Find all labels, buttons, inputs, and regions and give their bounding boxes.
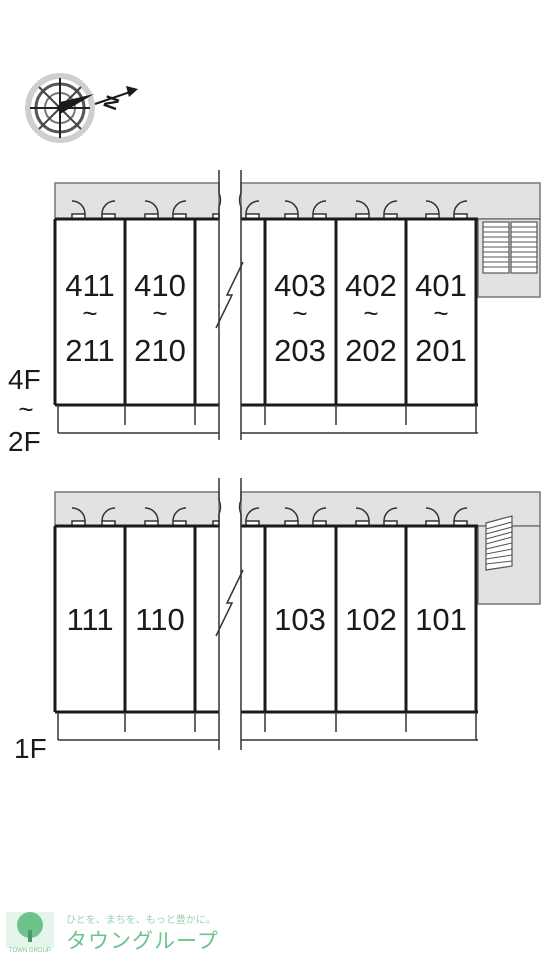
range-tilde: ~ — [82, 298, 97, 328]
unit-403: 403 — [274, 268, 326, 303]
unit-411: 411 — [65, 268, 114, 303]
balcony-ground — [57, 712, 478, 741]
unit-201: 201 — [415, 333, 467, 368]
town-group-logo: TOWN GROUP ひとを、まちを、もっと豊かに。 タウングループ — [6, 912, 219, 954]
floor-label-4f: 4F — [8, 364, 41, 395]
tree-logo-icon: TOWN GROUP — [6, 912, 54, 954]
range-tilde: ~ — [363, 298, 378, 328]
unit-110: 110 — [135, 602, 184, 637]
staircase-ground — [485, 515, 513, 571]
unit-111: 111 — [66, 602, 113, 637]
unit-walls-upper — [53, 217, 478, 407]
unit-402: 402 — [345, 268, 397, 303]
break-mark-ground — [215, 478, 244, 750]
unit-401: 401 — [415, 268, 467, 303]
break-mark-upper — [215, 170, 244, 440]
doors-upper — [71, 200, 468, 220]
unit-203: 203 — [274, 333, 326, 368]
floor-label-tilde: ~ — [18, 394, 33, 424]
unit-101: 101 — [415, 602, 467, 637]
unit-211: 211 — [65, 333, 114, 368]
logo-slogan: ひとを、まちを、もっと豊かに。 — [66, 913, 216, 926]
break-gap-ground — [220, 478, 240, 750]
unit-410: 410 — [134, 268, 186, 303]
unit-labels-ground: 111 110 103 102 101 — [66, 602, 466, 637]
range-tilde: ~ — [152, 298, 167, 328]
unit-210: 210 — [134, 333, 186, 368]
floor-label-2f: 2F — [8, 426, 41, 457]
upper-floors-plan: 411 ~ 211 410 ~ 210 403 ~ 203 402 ~ 202 … — [8, 170, 541, 457]
balcony-upper — [57, 405, 478, 434]
ground-floor-plan: 111 110 103 102 101 1F — [14, 478, 541, 764]
range-tilde: ~ — [433, 298, 448, 328]
range-tilde: ~ — [292, 298, 307, 328]
compass-rose-icon — [25, 73, 95, 143]
unit-102: 102 — [345, 602, 397, 637]
unit-103: 103 — [274, 602, 326, 637]
north-label: N — [100, 93, 124, 113]
unit-202: 202 — [345, 333, 397, 368]
unit-walls-ground — [53, 524, 478, 714]
logo-brand-name: タウングループ — [66, 930, 219, 953]
floor-label-1f: 1F — [14, 733, 47, 764]
break-gap-upper — [220, 170, 240, 440]
north-indicator: N — [94, 86, 138, 113]
unit-labels-upper: 411 ~ 211 410 ~ 210 403 ~ 203 402 ~ 202 … — [65, 268, 467, 368]
logo-small-text: TOWN GROUP — [9, 948, 51, 954]
staircase-upper — [482, 221, 538, 274]
